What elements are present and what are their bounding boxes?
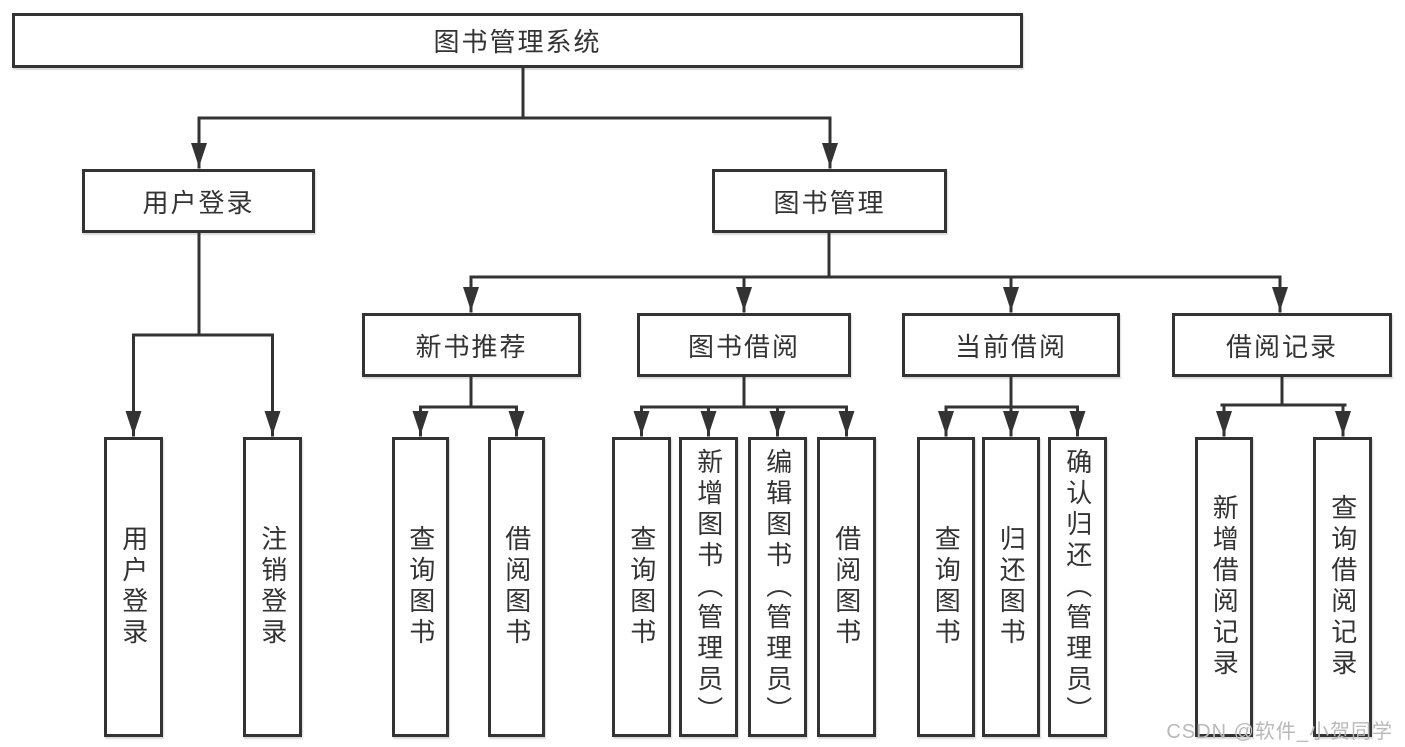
leaf-borrowing-query-book: 查询图书 (612, 437, 671, 737)
node-borrow-records-label: 借阅记录 (1225, 331, 1338, 362)
leaf-recommend-borrow-book: 借阅图书 (488, 437, 545, 737)
leaf-logout: 注销登录 (243, 437, 302, 737)
leaf-recommend-borrow-book-label: 借阅图书 (501, 525, 532, 649)
node-user-login-label: 用户登录 (142, 187, 255, 218)
leaf-add-borrow-record-label: 新增借阅记录 (1209, 494, 1240, 680)
leaf-borrowing-borrow-book-label: 借阅图书 (831, 525, 862, 649)
csdn-watermark: CSDN @软件_小贺同学 (1166, 721, 1393, 743)
leaf-confirm-return-admin: 确认归还（管理员） (1048, 437, 1107, 737)
leaf-user-login-label: 用户登录 (118, 525, 149, 649)
node-book-borrowing-label: 图书借阅 (687, 331, 800, 362)
leaf-user-login: 用户登录 (104, 437, 163, 737)
leaf-current-query-book: 查询图书 (917, 437, 975, 737)
leaf-borrowing-query-book-label: 查询图书 (626, 525, 657, 649)
leaf-query-borrow-record: 查询借阅记录 (1313, 437, 1372, 737)
leaf-recommend-query-book-label: 查询图书 (405, 525, 436, 649)
leaf-borrowing-borrow-book: 借阅图书 (817, 437, 876, 737)
leaf-confirm-return-admin-label: 确认归还（管理员） (1062, 447, 1093, 727)
leaf-add-book-admin-label: 新增图书（管理员） (693, 447, 724, 727)
leaf-add-book-admin: 新增图书（管理员） (679, 437, 738, 737)
node-book-management: 图书管理 (712, 169, 947, 233)
node-current-borrowing-label: 当前借阅 (954, 331, 1067, 362)
leaf-add-borrow-record: 新增借阅记录 (1195, 437, 1253, 737)
node-current-borrowing: 当前借阅 (902, 313, 1120, 377)
node-book-management-label: 图书管理 (773, 187, 886, 218)
leaf-return-book-label: 归还图书 (996, 525, 1027, 649)
node-new-book-recommend-label: 新书推荐 (415, 331, 528, 362)
node-book-borrowing: 图书借阅 (637, 313, 851, 377)
leaf-logout-label: 注销登录 (257, 525, 288, 649)
node-borrow-records: 借阅记录 (1172, 313, 1392, 377)
leaf-edit-book-admin-label: 编辑图书（管理员） (762, 447, 793, 727)
leaf-query-borrow-record-label: 查询借阅记录 (1327, 494, 1358, 680)
node-user-login: 用户登录 (82, 169, 315, 233)
leaf-recommend-query-book: 查询图书 (392, 437, 449, 737)
leaf-edit-book-admin: 编辑图书（管理员） (748, 437, 807, 737)
leaf-current-query-book-label: 查询图书 (931, 525, 962, 649)
node-root-system: 图书管理系统 (12, 13, 1023, 68)
leaf-return-book: 归还图书 (982, 437, 1040, 737)
node-root-system-label: 图书管理系统 (433, 27, 602, 57)
node-new-book-recommend: 新书推荐 (362, 313, 581, 377)
